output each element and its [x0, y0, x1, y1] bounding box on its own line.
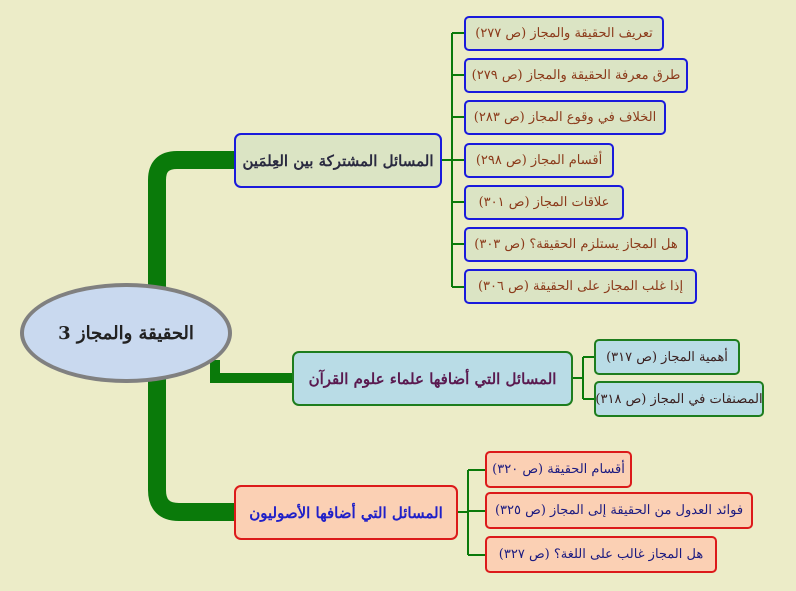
branch-3-connectors	[458, 469, 485, 556]
topic-label: هل المجاز غالب على اللغة؟ (ص ٣٢٧)	[498, 547, 704, 562]
topic-node[interactable]: أقسام المجاز (ص ٢٩٨)	[464, 143, 614, 178]
trunk-branch-2	[210, 360, 292, 383]
topic-node[interactable]: أقسام الحقيقة (ص ٣٢٠)	[485, 451, 632, 488]
branch-quran-sciences[interactable]: المسائل التي أضافها علماء علوم القرآن	[292, 351, 573, 406]
topic-label: الخلاف في وقوع المجاز (ص ٢٨٣)	[473, 110, 657, 125]
topic-node[interactable]: إذا غلب المجاز على الحقيقة (ص ٣٠٦)	[464, 269, 697, 304]
topic-node[interactable]: طرق معرفة الحقيقة والمجاز (ص ٢٧٩)	[464, 58, 688, 93]
topic-label: إذا غلب المجاز على الحقيقة (ص ٣٠٦)	[477, 279, 684, 294]
topic-label: فوائد العدول من الحقيقة إلى المجاز (ص ٣٢…	[494, 503, 744, 518]
topic-node[interactable]: أهمية المجاز (ص ٣١٧)	[594, 339, 740, 375]
central-topic-label: الحقيقة والمجاز 3	[58, 322, 194, 344]
branch-label: المسائل المشتركة بين العِلمَين	[242, 151, 434, 170]
branch-label: المسائل التي أضافها الأصوليون	[249, 503, 443, 522]
branch-1-connectors	[442, 32, 464, 288]
branch-shared-issues[interactable]: المسائل المشتركة بين العِلمَين	[234, 133, 442, 188]
topic-node[interactable]: تعريف الحقيقة والمجاز (ص ٢٧٧)	[464, 16, 664, 51]
branch-label: المسائل التي أضافها علماء علوم القرآن	[308, 369, 557, 388]
central-topic[interactable]: الحقيقة والمجاز 3	[20, 283, 232, 383]
topic-label: طرق معرفة الحقيقة والمجاز (ص ٢٧٩)	[471, 68, 681, 83]
trunk-branch-3	[148, 365, 234, 521]
trunk-branch-1	[148, 151, 234, 300]
topic-label: هل المجاز يستلزم الحقيقة؟ (ص ٣٠٣)	[474, 237, 678, 252]
topic-label: علاقات المجاز (ص ٣٠١)	[478, 195, 610, 210]
topic-node[interactable]: المصنفات في المجاز (ص ٣١٨)	[594, 381, 764, 417]
topic-label: أقسام المجاز (ص ٢٩٨)	[475, 153, 603, 168]
topic-node[interactable]: فوائد العدول من الحقيقة إلى المجاز (ص ٣٢…	[485, 492, 753, 529]
branch-2-connectors	[573, 356, 594, 400]
topic-label: المصنفات في المجاز (ص ٣١٨)	[595, 391, 763, 407]
topic-node[interactable]: هل المجاز يستلزم الحقيقة؟ (ص ٣٠٣)	[464, 227, 688, 262]
topic-label: تعريف الحقيقة والمجاز (ص ٢٧٧)	[475, 26, 653, 41]
topic-node[interactable]: هل المجاز غالب على اللغة؟ (ص ٣٢٧)	[485, 536, 717, 573]
topic-node[interactable]: علاقات المجاز (ص ٣٠١)	[464, 185, 624, 220]
topic-node[interactable]: الخلاف في وقوع المجاز (ص ٢٨٣)	[464, 100, 666, 135]
topic-label: أقسام الحقيقة (ص ٣٢٠)	[492, 462, 625, 477]
topic-label: أهمية المجاز (ص ٣١٧)	[606, 349, 728, 365]
branch-usul-scholars[interactable]: المسائل التي أضافها الأصوليون	[234, 485, 458, 540]
